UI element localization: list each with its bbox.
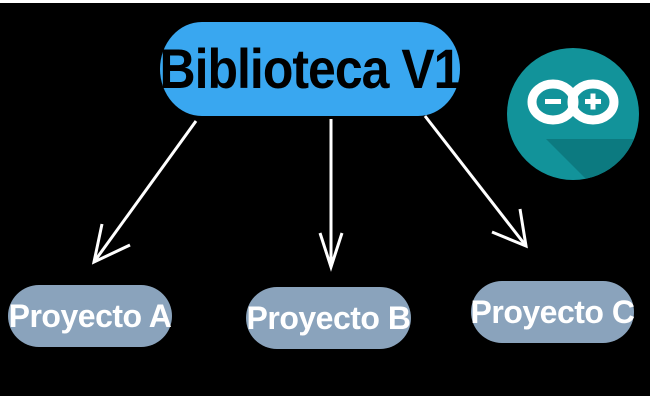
child-node-proyecto-a: Proyecto A	[8, 285, 172, 347]
child-node-label: Proyecto B	[246, 299, 411, 336]
arrow-to-proyecto-b	[318, 119, 344, 272]
arrows	[91, 115, 528, 272]
arrow-to-proyecto-c	[423, 115, 528, 249]
root-node-label: Biblioteca V1	[159, 37, 462, 101]
arduino-icon	[507, 48, 639, 180]
child-node-proyecto-b: Proyecto B	[246, 287, 411, 349]
child-node-proyecto-c: Proyecto C	[470, 281, 635, 343]
child-node-label: Proyecto C	[470, 293, 635, 330]
child-node-label: Proyecto A	[8, 297, 172, 334]
arrow-to-proyecto-a	[91, 120, 198, 265]
root-node: Biblioteca V1	[159, 21, 462, 117]
diagram-stage: Biblioteca V1 Proyecto A Proyecto B Proy…	[0, 3, 650, 396]
